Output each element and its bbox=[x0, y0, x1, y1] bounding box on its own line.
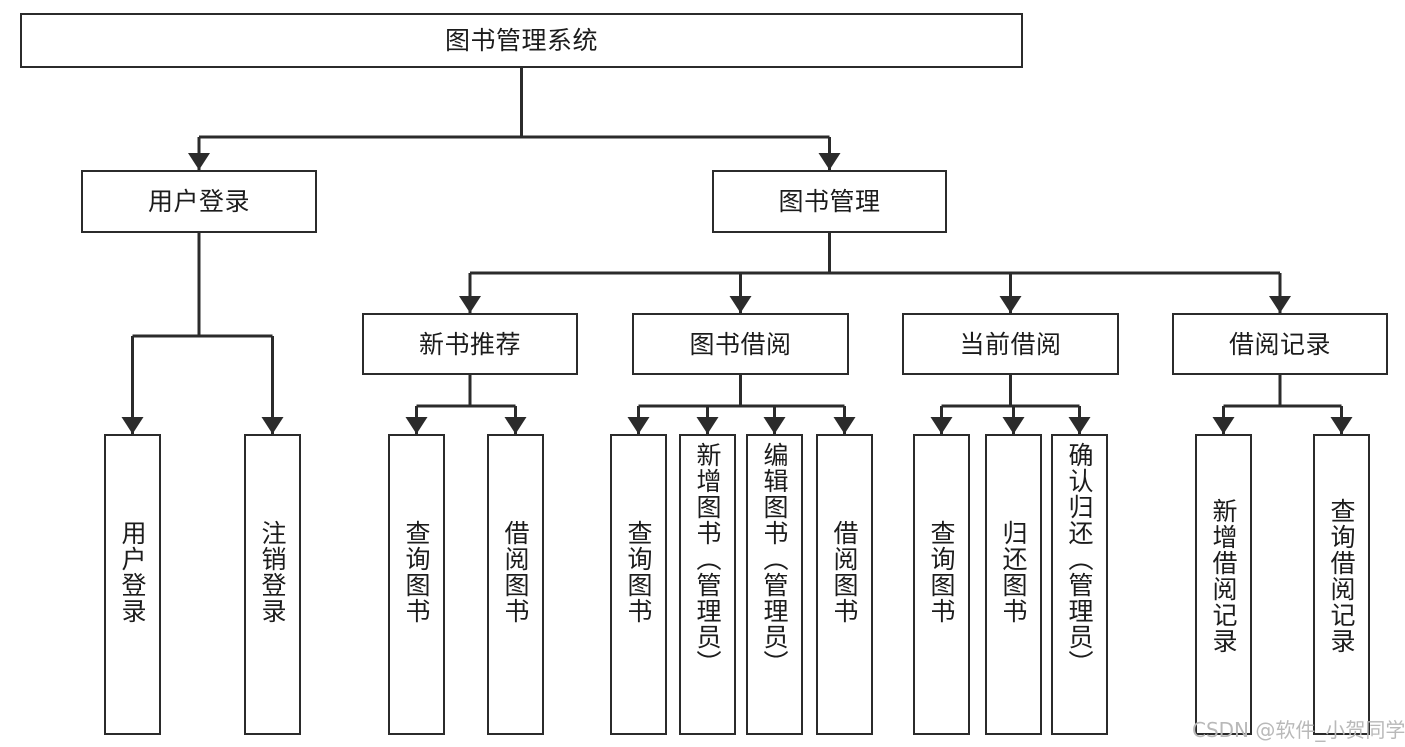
node-label: 查询图书 bbox=[624, 520, 653, 624]
node-label: 借阅记录 bbox=[1228, 329, 1331, 359]
node-l3[interactable]: 查询图书 bbox=[388, 434, 445, 735]
node-label: 用户登录 bbox=[147, 187, 250, 216]
arrow-head-root-login bbox=[188, 153, 210, 170]
arrow-head-borrow-l8 bbox=[833, 417, 856, 434]
watermark-text: CSDN @软件_小贺同学 bbox=[1192, 718, 1405, 742]
arrow-head-borrow-l6 bbox=[696, 417, 719, 434]
arrow-head-newbook-l4 bbox=[504, 417, 527, 434]
node-root[interactable]: 图书管理系统 bbox=[20, 13, 1023, 68]
node-label: 编辑图书（管理员） bbox=[760, 442, 789, 676]
node-label: 新书推荐 bbox=[418, 329, 521, 359]
node-l1[interactable]: 用户登录 bbox=[104, 434, 161, 735]
node-label: 注销登录 bbox=[258, 520, 287, 624]
arrow-head-borrow-l5 bbox=[627, 417, 650, 434]
node-l5[interactable]: 查询图书 bbox=[610, 434, 667, 735]
node-label: 查询图书 bbox=[927, 520, 956, 624]
node-l7[interactable]: 编辑图书（管理员） bbox=[746, 434, 803, 735]
node-label: 查询图书 bbox=[402, 520, 431, 624]
arrow-head-current-l11 bbox=[1068, 417, 1091, 434]
arrow-head-bookmgmt-newbook bbox=[459, 296, 481, 313]
node-l10[interactable]: 归还图书 bbox=[985, 434, 1042, 735]
node-records[interactable]: 借阅记录 bbox=[1172, 313, 1388, 375]
node-l11[interactable]: 确认归还（管理员） bbox=[1051, 434, 1108, 735]
node-label: 图书借阅 bbox=[689, 329, 792, 359]
node-label: 图书管理 bbox=[778, 187, 881, 216]
node-label: 归还图书 bbox=[999, 520, 1028, 624]
arrow-head-bookmgmt-records bbox=[1269, 296, 1291, 313]
node-l4[interactable]: 借阅图书 bbox=[487, 434, 544, 735]
arrow-head-login-l1 bbox=[121, 417, 144, 434]
node-label: 新增借阅记录 bbox=[1209, 498, 1238, 654]
node-label: 新增图书（管理员） bbox=[693, 442, 722, 676]
node-label: 确认归还（管理员） bbox=[1065, 442, 1094, 676]
node-newbook[interactable]: 新书推荐 bbox=[362, 313, 578, 375]
arrow-head-bookmgmt-borrow bbox=[729, 296, 752, 313]
node-l6[interactable]: 新增图书（管理员） bbox=[679, 434, 736, 735]
node-login[interactable]: 用户登录 bbox=[81, 170, 317, 233]
node-l2[interactable]: 注销登录 bbox=[244, 434, 301, 735]
arrow-head-records-l12 bbox=[1212, 417, 1235, 434]
arrow-head-current-l10 bbox=[1002, 417, 1025, 434]
arrow-head-root-bookmgmt bbox=[818, 153, 841, 170]
arrow-head-records-l13 bbox=[1330, 417, 1353, 434]
node-label: 借阅图书 bbox=[501, 520, 530, 624]
node-label: 查询借阅记录 bbox=[1327, 498, 1356, 654]
node-current[interactable]: 当前借阅 bbox=[902, 313, 1119, 375]
node-l12[interactable]: 新增借阅记录 bbox=[1195, 434, 1252, 735]
node-borrow[interactable]: 图书借阅 bbox=[632, 313, 849, 375]
node-l13[interactable]: 查询借阅记录 bbox=[1313, 434, 1370, 735]
node-label: 图书管理系统 bbox=[444, 26, 598, 55]
node-l8[interactable]: 借阅图书 bbox=[816, 434, 873, 735]
arrow-head-bookmgmt-current bbox=[999, 296, 1022, 313]
node-label: 当前借阅 bbox=[959, 329, 1062, 359]
arrow-head-current-l9 bbox=[930, 417, 953, 434]
node-bookmgmt[interactable]: 图书管理 bbox=[712, 170, 947, 233]
arrow-head-login-l2 bbox=[261, 417, 284, 434]
arrow-head-newbook-l3 bbox=[405, 417, 428, 434]
node-label: 用户登录 bbox=[118, 520, 147, 624]
node-label: 借阅图书 bbox=[830, 520, 859, 624]
arrow-head-borrow-l7 bbox=[763, 417, 786, 434]
node-l9[interactable]: 查询图书 bbox=[913, 434, 970, 735]
